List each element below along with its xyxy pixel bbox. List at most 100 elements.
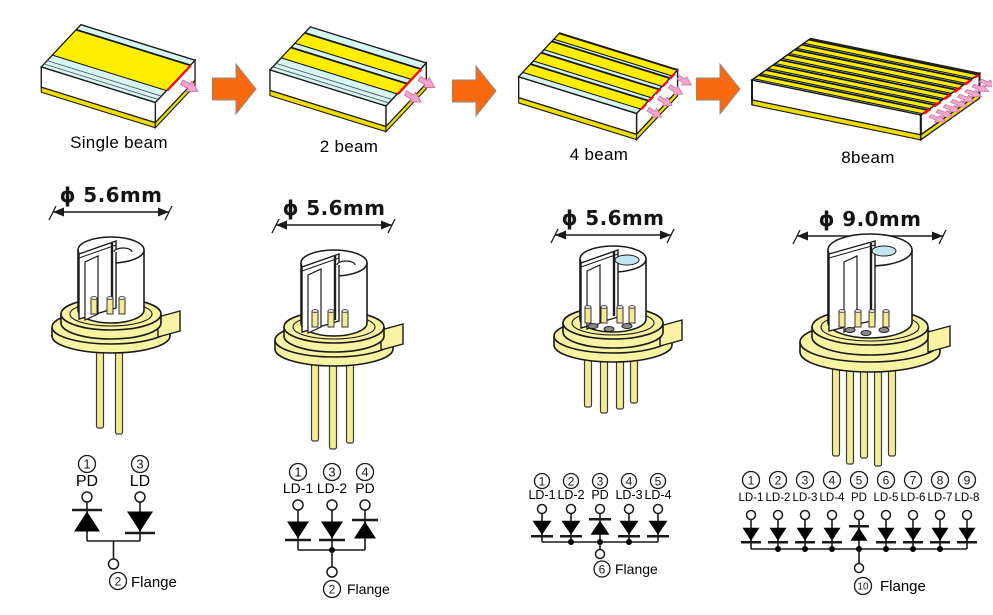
circuit-pin-ld-8: 9LD-8 xyxy=(955,470,979,549)
circuit-pin-ld-2: 3LD-2 xyxy=(317,462,347,550)
beam-arrow-icon xyxy=(978,78,992,87)
circuit-pin-ld-1: 1LD-1 xyxy=(739,470,763,549)
terminal xyxy=(536,503,548,515)
inner-post xyxy=(628,306,636,324)
ld-diode xyxy=(823,527,841,541)
pin-label: LD-3 xyxy=(615,488,642,502)
junction-dot xyxy=(626,539,632,545)
package-lead xyxy=(328,352,338,450)
pin-number-circle xyxy=(322,462,342,482)
pin-label: LD-7 xyxy=(928,492,953,504)
beam-arrow-icon xyxy=(179,79,199,92)
terminal xyxy=(853,509,865,521)
pin-number-circle xyxy=(533,472,551,490)
chip-label-8-beam: 8beam xyxy=(841,148,895,167)
chip-illustration-2-beam xyxy=(268,26,436,134)
arrow-shape xyxy=(452,64,497,118)
package-lead xyxy=(831,355,841,457)
beam-arrow-icon xyxy=(956,93,976,103)
chip-illustration-8-beam xyxy=(750,37,992,142)
pin-number-circle xyxy=(741,470,761,490)
circuit-pin-ld: 3LD xyxy=(125,454,155,541)
pin-label: LD-5 xyxy=(874,492,899,504)
pin-label: LD-1 xyxy=(528,488,555,502)
flange-number: 6 xyxy=(599,563,606,577)
package-2-beam: ϕ 5.6mm xyxy=(245,196,423,462)
flange-number-circle xyxy=(853,576,873,596)
chip-label-single-beam: Single beam xyxy=(70,133,168,152)
circuit-pin-ld-1: 1LD-1 xyxy=(528,472,556,542)
terminal xyxy=(623,503,635,515)
pin-number-circle xyxy=(562,472,580,490)
pin-label: LD-4 xyxy=(644,488,671,502)
circuit-pin-pd: 3PD xyxy=(589,472,611,542)
pin-number: 3 xyxy=(597,474,604,488)
facet-red-line xyxy=(640,69,679,111)
pd-diode xyxy=(74,511,100,532)
pin-number: 4 xyxy=(829,473,836,487)
beam-arrow-icon xyxy=(676,75,693,86)
inner-post xyxy=(311,310,319,328)
circuit-pin-ld-7: 8LD-7 xyxy=(928,470,953,549)
flange-label: Flange xyxy=(615,561,658,577)
pin-number-circle xyxy=(77,454,97,474)
inner-post xyxy=(584,306,592,324)
ld-diode xyxy=(648,520,668,535)
flange-tab xyxy=(157,310,181,338)
ld-diode xyxy=(904,527,922,541)
flange-number-circle xyxy=(108,571,128,591)
inner-post xyxy=(854,310,862,328)
inner-post xyxy=(90,297,98,315)
flange-tab xyxy=(380,323,404,351)
ld-diode xyxy=(321,521,343,539)
package-diameter-label: ϕ 5.6mm xyxy=(561,206,665,230)
circuit-pin-pd: 5PD xyxy=(849,470,869,549)
inner-post xyxy=(868,310,876,328)
pin-number: 1 xyxy=(83,457,90,472)
ld-diode xyxy=(931,527,949,541)
to-can-drawing xyxy=(48,203,181,435)
pin-number-circle xyxy=(649,472,667,490)
eyelet xyxy=(603,326,615,332)
to-can-drawing xyxy=(550,226,683,414)
inner-post xyxy=(838,310,846,328)
terminal xyxy=(359,499,371,511)
pin-label: LD-3 xyxy=(793,492,818,504)
chip-label-2-beam: 2 beam xyxy=(319,137,379,156)
pin-number-circle xyxy=(822,470,842,490)
eyelet xyxy=(621,323,633,329)
ld-diode xyxy=(958,527,976,541)
pin-number-circle xyxy=(903,470,923,490)
inner-post xyxy=(616,306,624,324)
terminal xyxy=(799,509,811,521)
pinout-circuit-8-beam: 1LD-12LD-23LD-34LD-45PD6LD-57LD-68LD-79L… xyxy=(739,470,979,596)
flange-number: 10 xyxy=(857,582,869,593)
terminal xyxy=(81,491,93,503)
pd-diode xyxy=(850,527,868,541)
circuit-pin-ld-4: 4LD-4 xyxy=(820,470,845,549)
junction-dot xyxy=(829,546,835,552)
pin-number: 3 xyxy=(802,473,809,487)
flange-tab xyxy=(659,319,683,347)
to-can-drawing xyxy=(792,227,951,467)
circuit-pin-ld-3: 4LD-3 xyxy=(615,472,643,542)
to-can-drawing xyxy=(271,216,404,450)
facet-red-line xyxy=(922,73,980,115)
junction-dot xyxy=(775,546,781,552)
pin-number: 4 xyxy=(361,465,368,480)
process-arrow-icon xyxy=(212,62,257,116)
inner-post xyxy=(106,297,114,315)
beam-arrow-icon xyxy=(935,109,954,118)
pin-number: 4 xyxy=(626,474,633,488)
pin-label: LD-6 xyxy=(901,492,926,504)
pin-number: 1 xyxy=(539,474,546,488)
terminal xyxy=(326,499,338,511)
junction-dot xyxy=(883,546,889,552)
junction-dot xyxy=(937,546,943,552)
facet-red-line xyxy=(166,64,192,92)
ld-diode xyxy=(561,520,581,535)
